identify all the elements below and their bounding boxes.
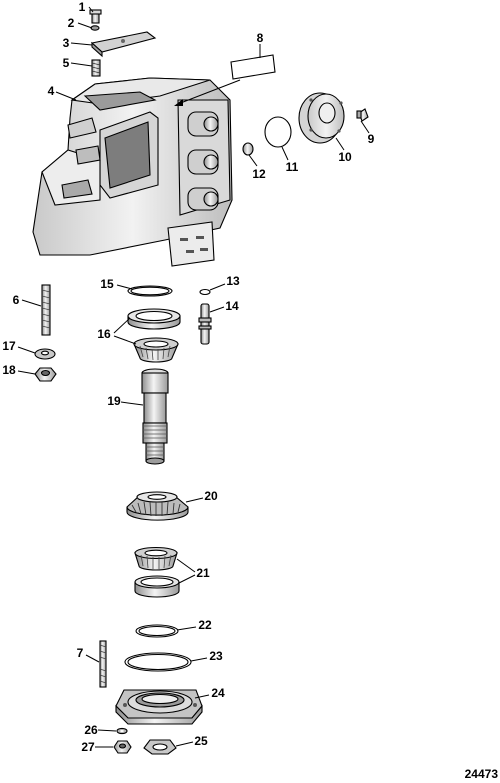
spring-5: [91, 59, 101, 77]
callout-23: 23: [209, 649, 223, 663]
callout-25: 25: [194, 734, 208, 748]
callout-17: 17: [2, 339, 16, 353]
nut-27: [113, 740, 132, 754]
pin-14: [198, 303, 212, 345]
callout-3: 3: [63, 36, 70, 50]
callout-5: 5: [63, 56, 70, 70]
callout-14: 14: [225, 299, 239, 313]
callout-22: 22: [198, 618, 212, 632]
callout-26: 26: [84, 723, 98, 737]
callout-21: 21: [196, 566, 210, 580]
callout-20: 20: [204, 489, 218, 503]
stud-7: [99, 640, 107, 688]
gearcase-housing: [32, 77, 233, 267]
shim-15: [127, 285, 173, 297]
figure-id: 24473: [465, 767, 499, 781]
o-ring-23: [124, 652, 192, 672]
retaining-ring-13: [199, 288, 211, 296]
bearing-cap-10: [298, 92, 345, 144]
tab-washer-25: [143, 739, 177, 755]
bevel-gear-20: [126, 491, 189, 521]
shim-22: [135, 624, 179, 638]
callout-9: 9: [368, 132, 375, 146]
callout-27: 27: [81, 740, 95, 754]
plug-12: [242, 142, 254, 156]
pinion-shaft-19: [141, 368, 169, 465]
nut-18: [34, 367, 57, 382]
washer-26: [116, 727, 128, 735]
leader-lines: [17, 6, 370, 748]
callout-13: 13: [226, 274, 240, 288]
stud-6: [41, 284, 51, 336]
bearing-cup-21: [134, 575, 180, 598]
callout-16: 16: [97, 327, 111, 341]
bearing-cone-21: [134, 546, 178, 571]
callout-24: 24: [211, 686, 225, 700]
callout-6: 6: [13, 293, 20, 307]
cover-plate-3: [90, 31, 157, 58]
callout-7: 7: [77, 646, 84, 660]
callout-12: 12: [252, 167, 266, 181]
callout-2: 2: [68, 16, 75, 30]
callout-18: 18: [2, 363, 16, 377]
callout-19: 19: [107, 394, 121, 408]
callout-10: 10: [338, 150, 352, 164]
decal-8: [230, 54, 276, 80]
washer-2: [90, 25, 100, 31]
callout-1: 1: [79, 0, 86, 14]
bearing-race-16: [127, 308, 181, 330]
callout-11: 11: [286, 160, 299, 174]
screw-9: [356, 108, 369, 122]
callout-8: 8: [257, 31, 264, 45]
callout-4: 4: [48, 84, 55, 98]
o-ring-11: [264, 116, 292, 148]
callout-15: 15: [100, 277, 114, 291]
bearing-carrier-24: [115, 689, 203, 725]
washer-17: [34, 348, 56, 360]
bearing-cone-16: [133, 337, 179, 363]
screw-1: [89, 9, 102, 24]
